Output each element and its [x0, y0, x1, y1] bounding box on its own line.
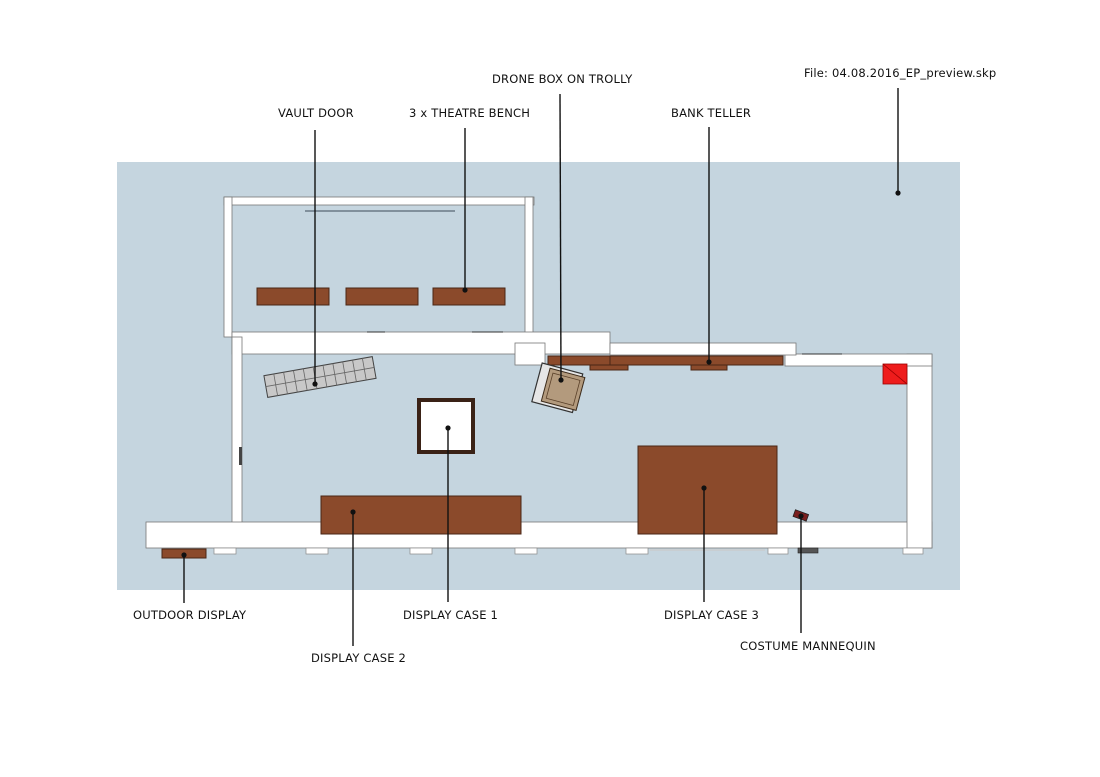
- label-display-case-1: DISPLAY CASE 1: [403, 608, 498, 622]
- leader-lines: [183, 88, 899, 646]
- label-display-case-3: DISPLAY CASE 3: [664, 608, 759, 622]
- label-bank-teller: BANK TELLER: [671, 106, 751, 120]
- label-costume-mannequin: COSTUME MANNEQUIN: [740, 639, 876, 653]
- theatre-benches: [256, 287, 506, 306]
- drone-box-trolly: [531, 362, 586, 414]
- label-theatre-bench: 3 x THEATRE BENCH: [409, 106, 530, 120]
- alarm-box: [882, 363, 908, 385]
- display-case-2: [320, 495, 522, 535]
- file-label: File: 04.08.2016_EP_preview.skp: [804, 66, 996, 80]
- wall-panels: [213, 547, 924, 555]
- bank-teller-counter: [547, 355, 784, 371]
- leader-dots: [181, 190, 901, 558]
- label-vault-door: VAULT DOOR: [278, 106, 354, 120]
- label-outdoor-display: OUTDOOR DISPLAY: [133, 608, 247, 622]
- display-case-1: [417, 398, 475, 454]
- display-case-3: [637, 445, 778, 535]
- wall-details: [367, 331, 842, 355]
- vault-door: [263, 356, 377, 398]
- left-door-mark: [239, 447, 242, 465]
- label-display-case-2: DISPLAY CASE 2: [311, 651, 406, 665]
- label-drone-box: DRONE BOX ON TROLLY: [492, 72, 633, 86]
